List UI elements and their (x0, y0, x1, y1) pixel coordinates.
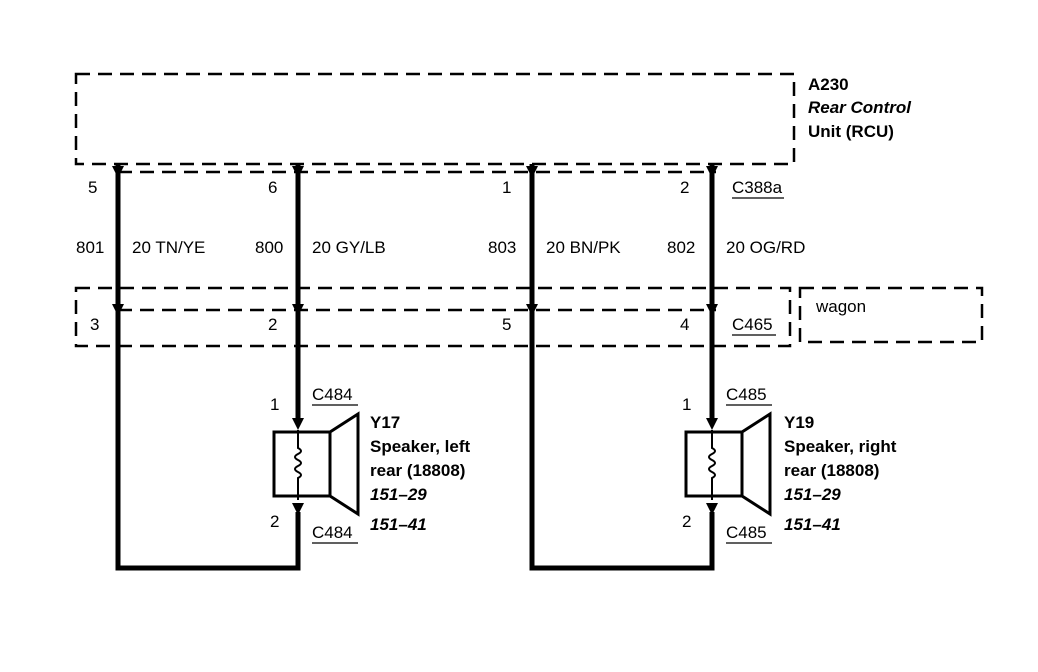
speaker-y17-pin-bottom: 2 (270, 512, 279, 531)
speaker-y17-name-line1: Speaker, left (370, 437, 471, 456)
speaker-y19-ref1: 151–29 (784, 485, 841, 504)
speaker-y19-pin-top: 1 (682, 395, 691, 414)
speaker-y17-connector-top: C484 (312, 385, 353, 404)
speaker-y17-name-line2: rear (18808) (370, 461, 465, 480)
speaker-y19-connector-bottom: C485 (726, 523, 767, 542)
speaker-y19-ref2: 151–41 (784, 515, 841, 534)
wagon-option-box (798, 286, 984, 344)
speaker-y17-ref1: 151–29 (370, 485, 427, 504)
speaker-y19-coil-icon (708, 430, 716, 500)
connector-c465-box (74, 286, 792, 348)
wire-802-pin-mid: 4 (680, 315, 689, 334)
speaker-y19-name-line2: rear (18808) (784, 461, 879, 480)
speaker-y17-connector-bottom: C484 (312, 523, 353, 542)
c465-pin-arrows (112, 304, 718, 316)
speaker-y17 (272, 411, 360, 517)
speaker-y19-connector-top: C485 (726, 385, 767, 404)
speaker-y19-magnet (684, 430, 744, 498)
speaker-y17-magnet (272, 430, 332, 498)
connector-c465-label: C465 (732, 315, 773, 334)
module-id: A230 (808, 75, 849, 94)
wire-802-pin-top: 2 (680, 178, 689, 197)
speaker-y19-name-line1: Speaker, right (784, 437, 897, 456)
c388a-pin-arrows (112, 166, 718, 178)
module-name-line2: Unit (RCU) (808, 122, 894, 141)
wire-803-pin-top: 1 (502, 178, 511, 197)
wire-800-pin-mid: 2 (268, 315, 277, 334)
speaker-y17-pin-top: 1 (270, 395, 279, 414)
wire-801-circuit: 801 (76, 238, 104, 257)
rcu-module-box (74, 72, 796, 166)
speaker-y17-cone (329, 411, 360, 517)
wire-803-pin-mid: 5 (502, 315, 511, 334)
wire-800-color: 20 GY/LB (312, 238, 386, 257)
wire-802-color: 20 OG/RD (726, 238, 805, 257)
speaker-y19-cone (741, 411, 772, 517)
wire-801-color: 20 TN/YE (132, 238, 205, 257)
speaker-y19-id: Y19 (784, 413, 814, 432)
speaker-y17-id: Y17 (370, 413, 400, 432)
connector-c388a-label: C388a (732, 178, 783, 197)
speaker-y19 (684, 411, 772, 517)
module-name-line1: Rear Control (808, 98, 912, 117)
wagon-option-label: wagon (815, 297, 866, 316)
wire-800-pin-top: 6 (268, 178, 277, 197)
wire-803 (529, 164, 715, 571)
speaker-y17-ref2: 151–41 (370, 515, 427, 534)
wire-803-color: 20 BN/PK (546, 238, 621, 257)
speaker-y19-pin-bottom: 2 (682, 512, 691, 531)
wire-801 (115, 164, 301, 571)
wire-802-circuit: 802 (667, 238, 695, 257)
wire-801-pin-mid: 3 (90, 315, 99, 334)
wire-803-circuit: 803 (488, 238, 516, 257)
speaker-y17-coil-icon (294, 430, 302, 500)
wire-801-pin-top: 5 (88, 178, 97, 197)
wire-800-circuit: 800 (255, 238, 283, 257)
